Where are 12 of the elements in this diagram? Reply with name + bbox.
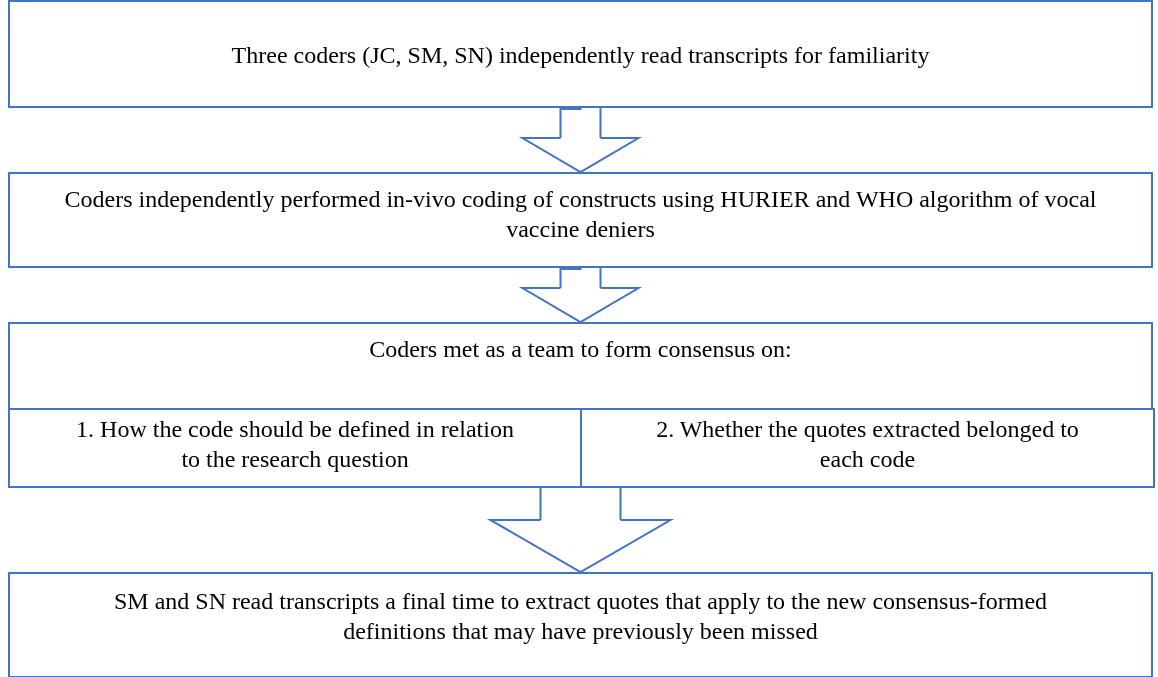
step-text: SM and SN read transcripts a final time to extract quotes that apply to the new consensus-formed definitions that may have previously been missed [112,587,1049,646]
step-text: 1. How the code should be defined in relation to the research question [75,415,515,474]
step-text: Coders met as a team to form consensus on: [368,335,793,364]
step-text: Three coders (JC, SM, SN) independently read transcripts for familiarity [230,41,931,70]
process-box [8,322,1153,486]
sub-step-box [580,408,1155,488]
process-box [8,572,1153,677]
step-text: Coders independently performed in-vivo coding of constructs using HURIER and WHO algorithm of vocal vaccine deniers [63,185,1098,244]
process-box [8,172,1153,268]
process-box [8,0,1153,108]
sub-step-box [8,408,582,488]
step-text: 2. Whether the quotes extracted belonged to each code [655,415,1080,474]
